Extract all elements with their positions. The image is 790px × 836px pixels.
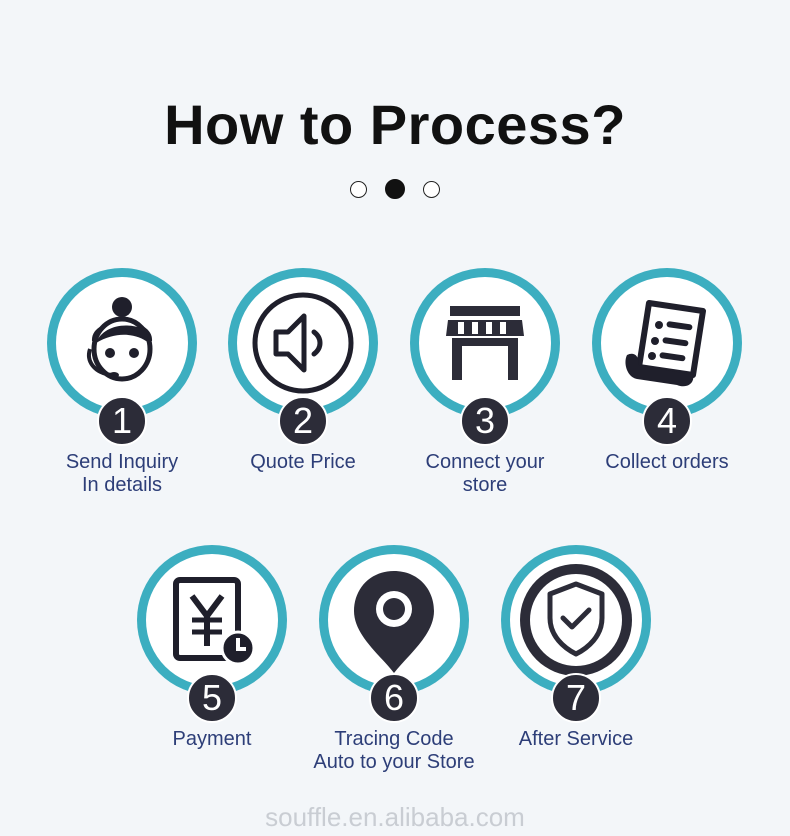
pager-dot-active[interactable] — [385, 179, 405, 199]
step-label: Payment — [117, 728, 307, 751]
step-label-line1: Connect your — [425, 451, 545, 473]
page-title: How to Process? — [164, 93, 626, 156]
step-label-line1: After Service — [518, 728, 634, 750]
step-label-line2: store — [462, 474, 508, 496]
order-list-icon — [625, 300, 706, 387]
store-icon — [446, 306, 524, 380]
step-label-line1: Send Inquiry — [65, 451, 179, 473]
icon-ring — [410, 268, 560, 418]
step-label-line2: In details — [81, 474, 163, 496]
icon-ring — [137, 545, 287, 695]
yen-payment-icon — [173, 577, 256, 666]
step-label: After Service — [481, 728, 671, 751]
step-number-badge: 3 — [460, 396, 510, 446]
icon-ring — [501, 545, 651, 695]
watermark: souffle.en.alibaba.com — [265, 802, 525, 832]
step-number-badge: 6 — [369, 673, 419, 723]
shield-check-icon — [520, 564, 632, 676]
icon-ring — [592, 268, 742, 418]
step-label-line1: Tracing Code — [334, 728, 454, 750]
step-label: Connect your store — [390, 451, 580, 497]
step-label: Send Inquiry In details — [27, 451, 217, 497]
speaker-icon — [252, 292, 354, 394]
pager-dot[interactable] — [350, 181, 367, 198]
step-label-line2: Auto to your Store — [313, 751, 475, 773]
step-number-badge: 4 — [642, 396, 692, 446]
step-label: Tracing Code Auto to your Store — [299, 728, 489, 774]
pager-dot[interactable] — [423, 181, 440, 198]
step-label-line1: Quote Price — [250, 451, 356, 473]
step-label-line1: Collect orders — [605, 451, 729, 473]
icon-ring — [228, 268, 378, 418]
step-label: Collect orders — [572, 451, 762, 474]
carousel-pager — [0, 178, 790, 203]
step-number-badge: 1 — [97, 396, 147, 446]
icon-ring — [319, 545, 469, 695]
customer-service-icon — [87, 297, 153, 382]
location-pin-icon — [354, 571, 434, 673]
step-number-badge: 7 — [551, 673, 601, 723]
step-label-line1: Payment — [172, 728, 252, 750]
icon-ring — [47, 268, 197, 418]
step-label: Quote Price — [208, 451, 398, 474]
step-number-badge: 5 — [187, 673, 237, 723]
step-number-badge: 2 — [278, 396, 328, 446]
